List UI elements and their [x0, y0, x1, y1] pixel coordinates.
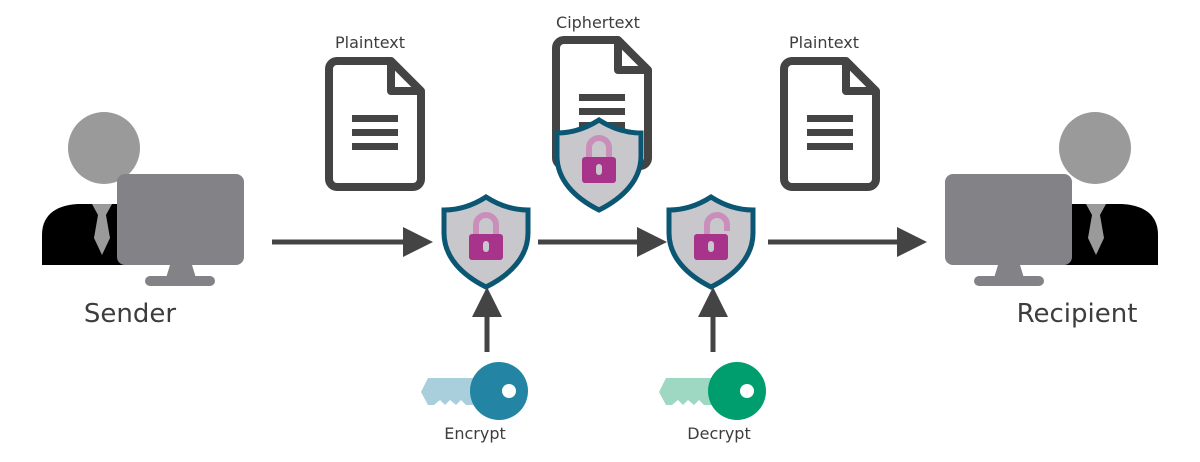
sender-label: Sender	[84, 299, 176, 329]
ciphertext-label: Ciphertext	[556, 13, 640, 32]
recipient-tie	[1086, 204, 1106, 255]
decrypt-label: Decrypt	[687, 424, 750, 443]
encrypt-shield-lock-icon	[444, 197, 528, 287]
sender-tie	[92, 204, 112, 255]
recipient-monitor-stand	[994, 265, 1024, 278]
plaintext-left-label: Plaintext	[335, 33, 405, 52]
recipient-monitor-base	[974, 276, 1044, 286]
recipient-monitor	[945, 174, 1072, 265]
sender-monitor	[117, 174, 244, 265]
sender-monitor-stand	[166, 265, 196, 278]
encrypt-label: Encrypt	[444, 424, 506, 443]
sender-monitor-base	[145, 276, 215, 286]
plaintext-document-icon	[784, 61, 876, 187]
decrypt-shield-unlock-icon	[669, 197, 753, 287]
recipient-head	[1059, 112, 1131, 184]
plaintext-document-icon	[329, 61, 421, 187]
ciphertext-shield-icon	[557, 120, 641, 210]
decrypt-key-icon	[659, 362, 766, 420]
recipient-body	[1050, 204, 1158, 265]
plaintext-right-label: Plaintext	[789, 33, 859, 52]
encrypt-key-icon	[421, 362, 528, 420]
recipient-label: Recipient	[1017, 299, 1138, 329]
recipient-figure	[945, 112, 1158, 286]
sender-figure	[42, 112, 244, 286]
sender-head	[68, 112, 140, 184]
